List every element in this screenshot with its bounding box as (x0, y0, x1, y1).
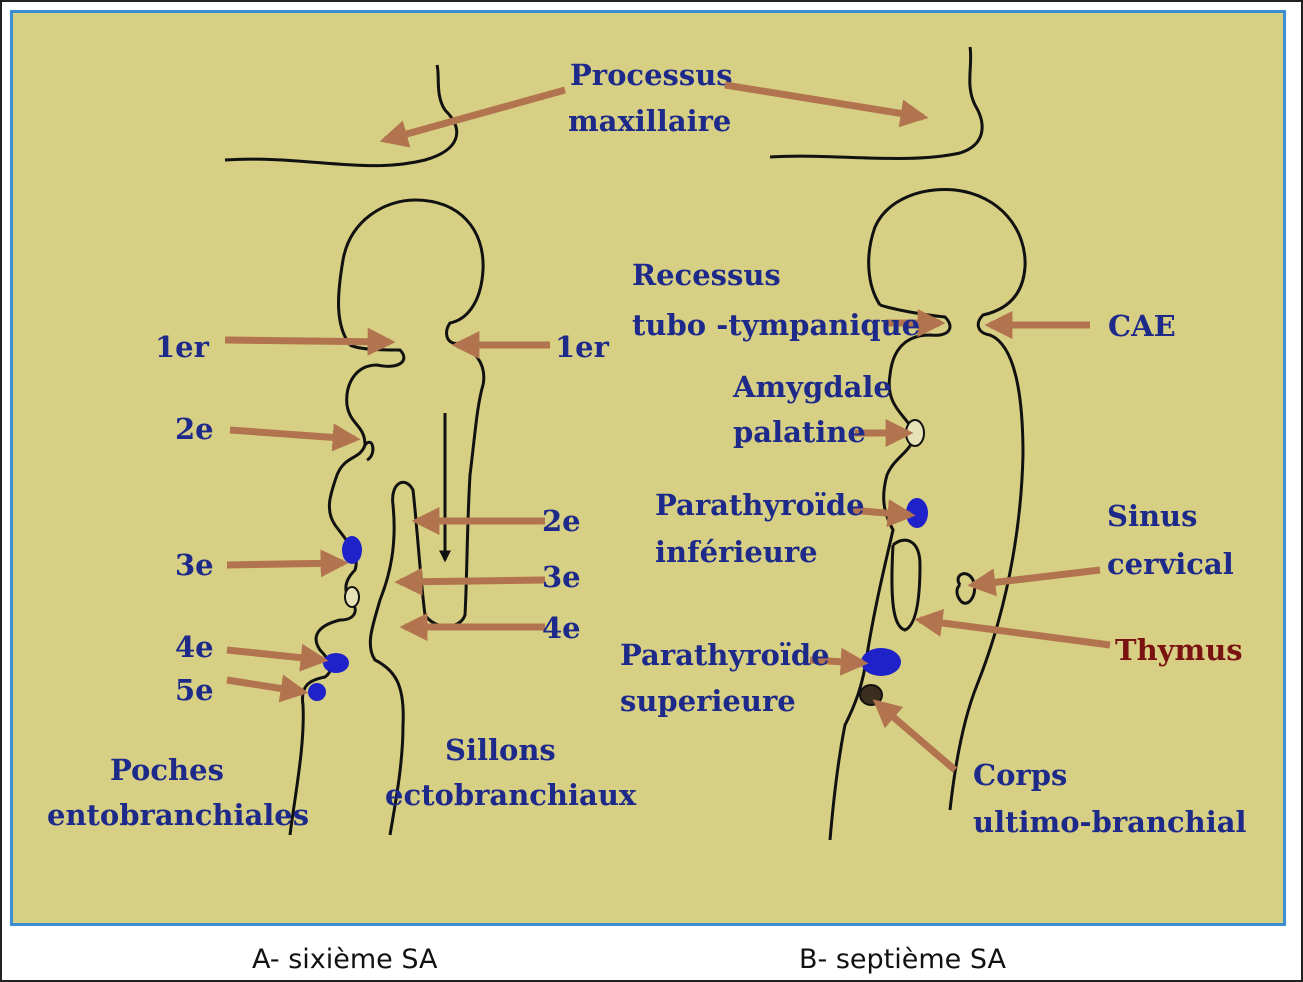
panel-a-arrows (225, 90, 565, 692)
arrow-corps (877, 703, 955, 770)
parathyroide-sup-gland (861, 648, 901, 676)
label-parathyroide-sup-2: superieure (620, 684, 796, 718)
label-recessus-2: tubo -tympanique (632, 308, 920, 342)
label-cae: CAE (1108, 309, 1176, 343)
label-sillons-2: ectobranchiaux (385, 778, 637, 812)
amygdale-gland (906, 420, 924, 446)
label-left-2e: 2e (175, 412, 214, 446)
arrow-thymus (920, 620, 1110, 645)
label-parathyroide-sup-1: Parathyroïde (620, 638, 830, 672)
sinus-cervical (957, 574, 975, 604)
label-right-4e: 4e (542, 611, 581, 645)
label-left-3e: 3e (175, 548, 214, 582)
arrow-processus-right (725, 85, 923, 117)
arrow-3e-right (400, 580, 545, 582)
arrow-3e-left (227, 563, 343, 565)
arrow-5e-left (227, 680, 303, 692)
arrow-1er-left (225, 340, 390, 342)
label-right-3e: 3e (542, 560, 581, 594)
label-sinus-2: cervical (1107, 547, 1234, 581)
maxillary-process-a (225, 65, 457, 166)
label-left-1er: 1er (155, 330, 210, 364)
label-poches-1: Poches (110, 753, 224, 787)
label-sillons-1: Sillons (445, 733, 556, 767)
diagram-panel: Processus maxillaire 1er 2e 3e 4e 5e 1er… (10, 10, 1286, 926)
label-processus-1: Processus (570, 58, 733, 92)
caption-a: A- sixième SA (252, 944, 437, 975)
pouch-4-gland-a (323, 653, 349, 673)
pouch-3-gland-a (342, 536, 362, 564)
label-amygdale-2: palatine (733, 415, 866, 449)
pouch-2-a (365, 442, 373, 460)
caption-b: B- septième SA (799, 944, 1006, 975)
label-left-5e: 5e (175, 673, 214, 707)
label-recessus-1: Recessus (632, 258, 781, 292)
maxillary-process-b (770, 47, 982, 158)
label-sinus-1: Sinus (1107, 499, 1197, 533)
pouch-3b-a (345, 587, 359, 607)
pouch-5-gland-a (308, 683, 326, 701)
label-right-1er: 1er (555, 330, 610, 364)
label-processus-2: maxillaire (568, 104, 731, 138)
label-corps-1: Corps (973, 758, 1067, 792)
label-parathyroide-inf-1: Parathyroïde (655, 488, 865, 522)
label-right-2e: 2e (542, 504, 581, 538)
label-thymus: Thymus (1115, 633, 1243, 667)
label-corps-2: ultimo-branchial (973, 805, 1247, 839)
arrow-4e-left (227, 650, 323, 660)
label-amygdale-1: Amygdale (732, 370, 892, 404)
label-left-4e: 4e (175, 630, 214, 664)
arrow-2e-left (230, 430, 355, 439)
arrow-processus-left (385, 90, 565, 140)
label-parathyroide-inf-2: inférieure (655, 535, 818, 569)
embryology-diagram: Processus maxillaire 1er 2e 3e 4e 5e 1er… (13, 13, 1286, 926)
arrow-sinus (973, 570, 1100, 585)
thymus-outline (892, 540, 920, 630)
label-poches-2: entobranchiales (47, 798, 309, 832)
